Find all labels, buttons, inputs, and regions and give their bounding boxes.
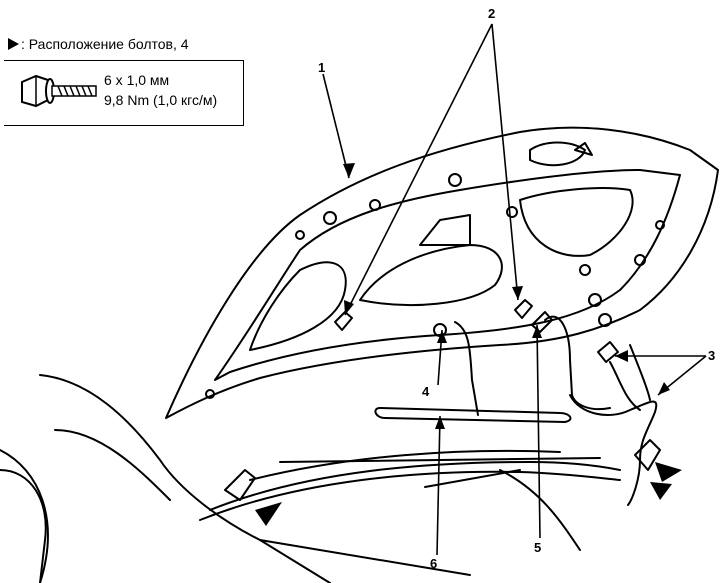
callout-4: 4 bbox=[422, 384, 430, 399]
legend-box bbox=[4, 60, 244, 126]
callout-2: 2 bbox=[488, 6, 496, 21]
callout-3: 3 bbox=[708, 348, 716, 363]
callout-1: 1 bbox=[318, 60, 326, 75]
spec-size: 6 x 1,0 мм bbox=[104, 72, 170, 88]
hood-panel bbox=[165, 126, 719, 419]
callout-5: 5 bbox=[534, 540, 542, 555]
bolt-marker bbox=[650, 482, 672, 500]
spec-torque: 9,8 Nm (1,0 кгс/м) bbox=[104, 92, 218, 108]
legend-title: : Расположение болтов, 4 bbox=[8, 36, 189, 52]
triangle-marker-icon bbox=[8, 38, 19, 50]
bolt-marker bbox=[255, 502, 282, 526]
bolt-marker bbox=[655, 462, 682, 482]
hood-inner-frame bbox=[214, 169, 681, 381]
callout-6: 6 bbox=[430, 556, 438, 571]
legend-title-text: Расположение болтов, 4 bbox=[28, 36, 189, 52]
bolt-icon bbox=[21, 74, 97, 108]
